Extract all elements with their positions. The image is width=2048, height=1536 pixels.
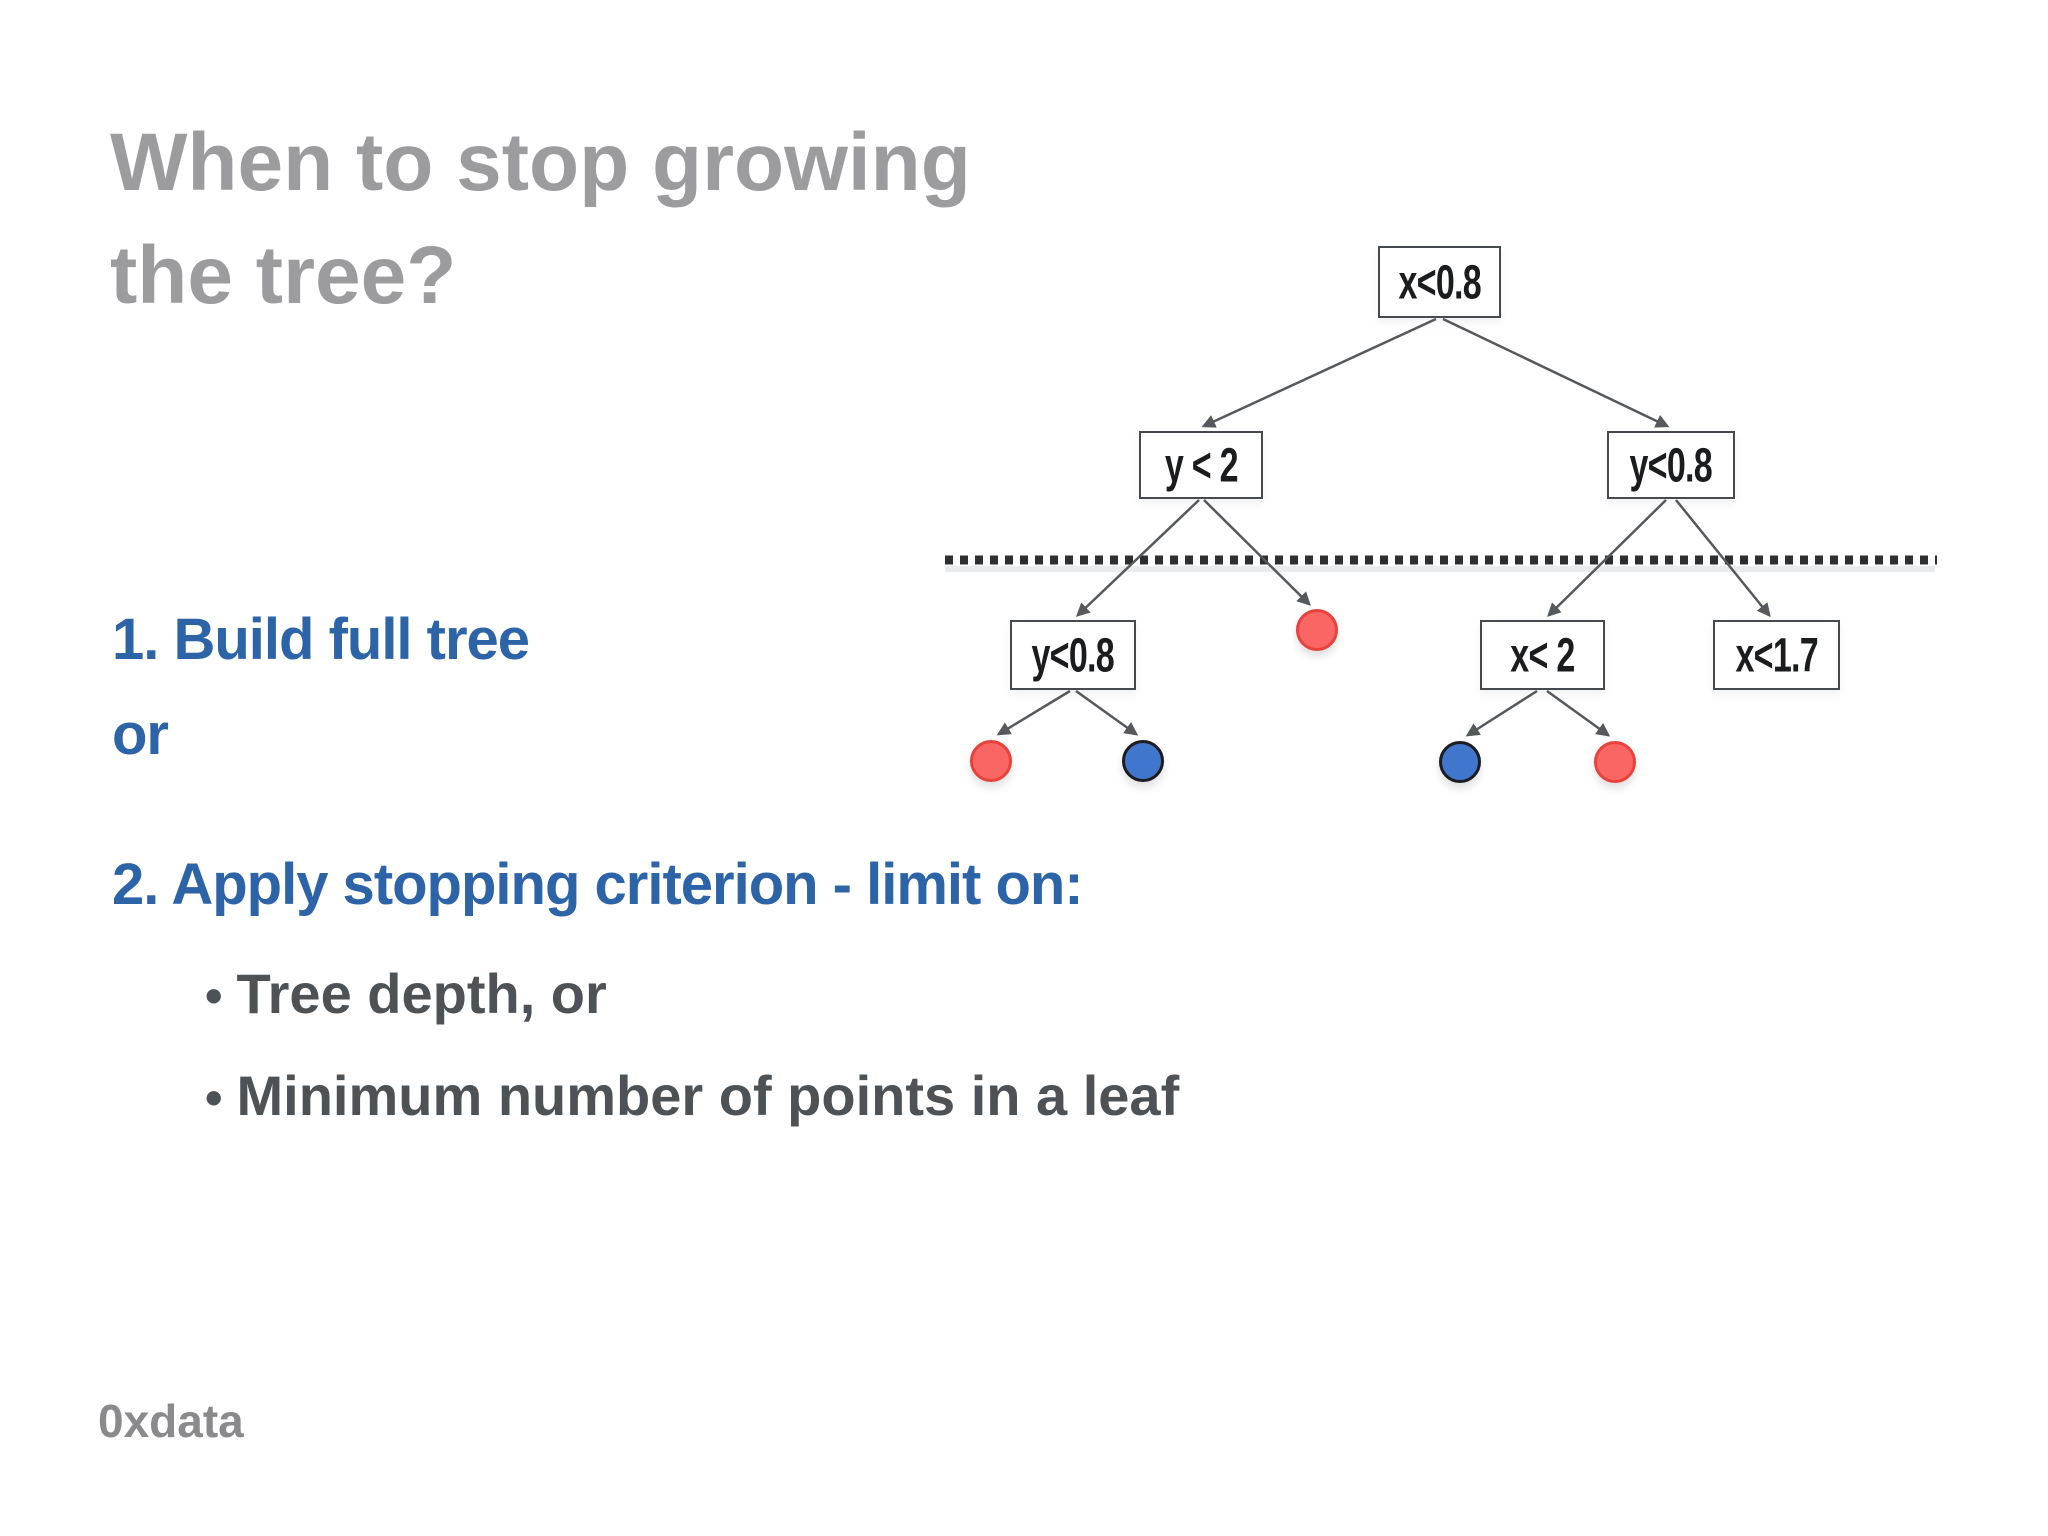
tree-node-y-lt-2: y < 2 <box>1139 431 1263 499</box>
leaf-circle-red-right <box>1594 741 1636 783</box>
edge-l3left-left <box>996 689 1071 736</box>
edge-y08-left <box>1547 499 1667 617</box>
bullet-item-min-points: • Minimum number of points in a leaf <box>205 1063 1179 1131</box>
tree-node-label: x<1.7 <box>1735 627 1818 683</box>
tree-node-label: x< 2 <box>1510 627 1575 683</box>
tree-node-y-lt-08-left: y<0.8 <box>1010 620 1136 690</box>
tree-node-y-lt-08-right: y<0.8 <box>1607 431 1735 499</box>
bullet-item-tree-depth: • Tree depth, or <box>205 961 607 1029</box>
page-title-line1: When to stop growing <box>110 117 971 208</box>
edge-y2-left <box>1076 499 1200 617</box>
leaf-circle-red-left <box>970 740 1012 782</box>
tree-arrows <box>996 317 1771 737</box>
tree-node-x-lt-2: x< 2 <box>1480 620 1605 690</box>
tree-node-label: y<0.8 <box>1629 437 1713 493</box>
list-conjunction-or: or <box>112 702 169 767</box>
tree-node-label: y < 2 <box>1164 437 1239 493</box>
list-item-build-full-tree: 1. Build full tree <box>112 607 530 672</box>
edge-y2-right <box>1203 499 1311 606</box>
page-title: When to stop growing the tree? <box>110 106 1220 332</box>
list-item-stopping-criterion: 2. Apply stopping criterion - limit on: <box>112 852 1084 917</box>
bullet-item-text: Tree depth, or <box>236 962 607 1025</box>
decision-tree-diagram: x<0.8 y < 2 y<0.8 y<0.8 x< 2 x<1.7 <box>900 220 2000 820</box>
tree-node-label: y<0.8 <box>1031 627 1115 683</box>
tree-node-label: x<0.8 <box>1398 254 1481 310</box>
tree-node-root: x<0.8 <box>1378 246 1501 318</box>
leaf-circle-blue-right <box>1439 741 1481 783</box>
leaf-circle-blue-left <box>1122 740 1164 782</box>
bullet-icon: • <box>205 968 223 1024</box>
edge-root-right <box>1442 317 1670 428</box>
leaf-circle-red-level3 <box>1296 609 1338 651</box>
page-title-line2: the tree? <box>110 230 457 321</box>
tree-node-x-lt-17: x<1.7 <box>1713 620 1840 690</box>
tree-edges <box>945 317 1937 737</box>
bullet-icon: • <box>205 1070 223 1126</box>
bullet-item-text: Minimum number of points in a leaf <box>236 1064 1180 1127</box>
logo-0xdata: 0xdata <box>98 1395 244 1447</box>
edge-root-left <box>1201 317 1437 428</box>
edge-x2-left <box>1465 689 1538 737</box>
edge-x2-right <box>1546 689 1611 737</box>
edge-y08-right <box>1675 499 1771 618</box>
edge-l3left-right <box>1075 689 1139 736</box>
